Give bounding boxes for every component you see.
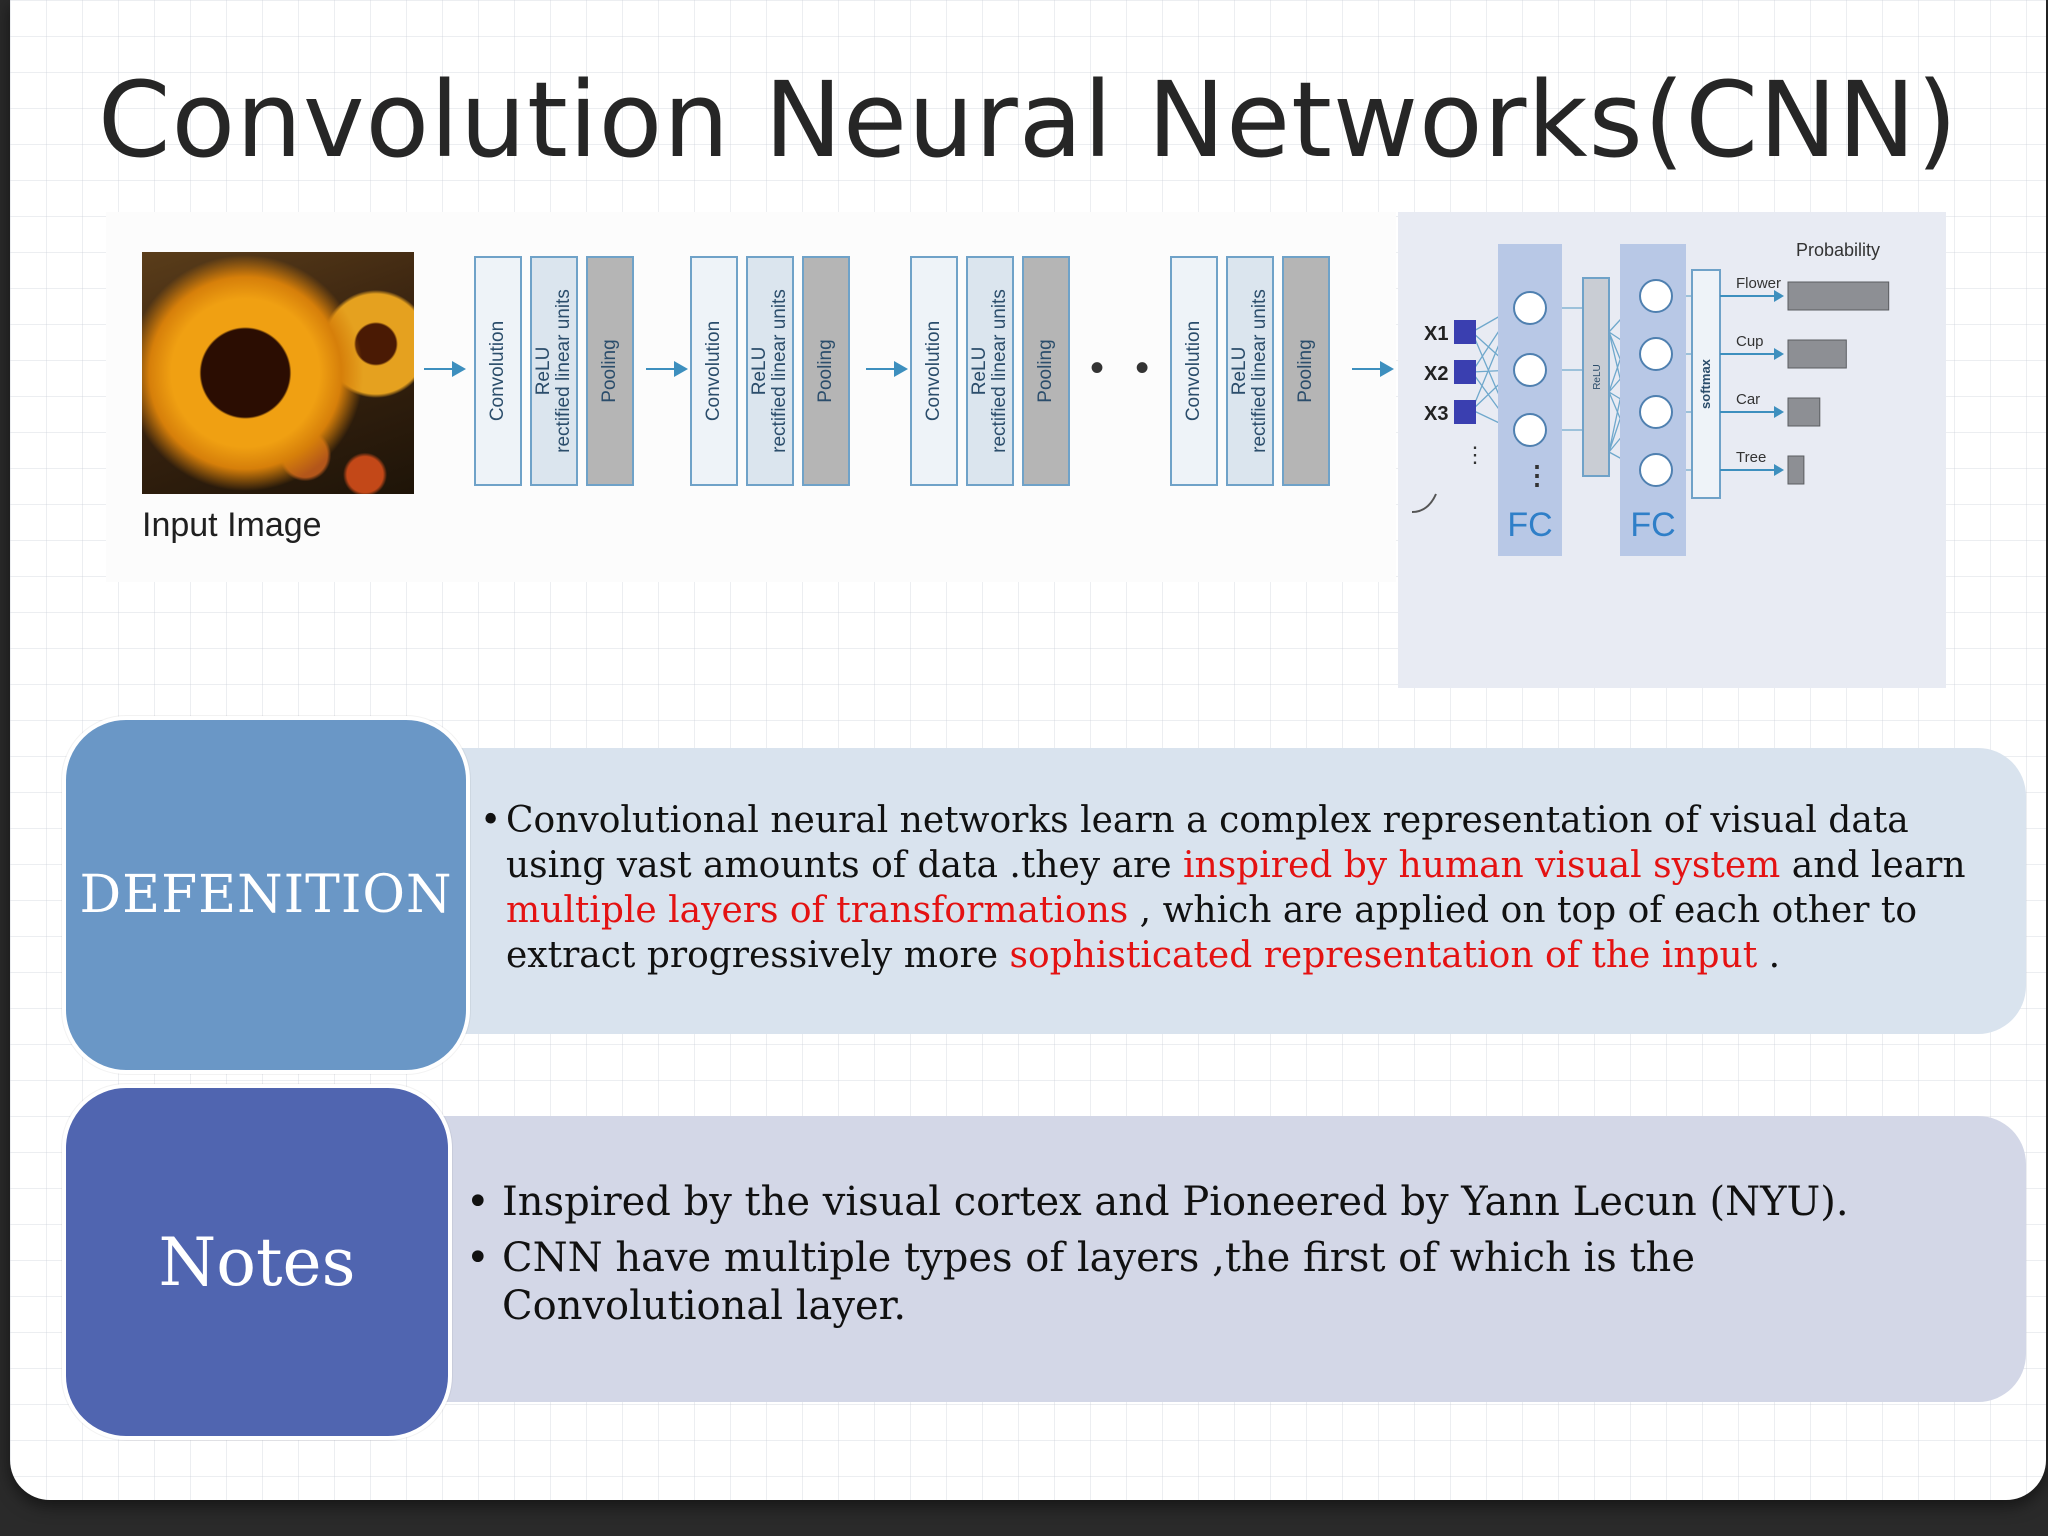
pooling-stage: Pooling [1282, 256, 1330, 486]
fc-classifier-figure: X1 X2 X3 ⋮ ⋮ ReLU softmax FC FC [1398, 212, 1946, 688]
probability-bar [1787, 339, 1847, 369]
notes-title: Notes [158, 1223, 356, 1301]
flow-arrow [646, 361, 688, 377]
slide: Convolution Neural Networks(CNN) Input I… [10, 0, 2046, 1500]
input-label-x3: X3 [1424, 403, 1448, 425]
convolution-stage: Convolution [910, 256, 958, 486]
class-label: Cup [1736, 333, 1764, 350]
class-arrow-head [1774, 348, 1784, 360]
fc-layer-2-nodes [1639, 279, 1673, 487]
class-label: Flower [1736, 275, 1781, 292]
definition-highlight-1: inspired by human visual system [1183, 845, 1781, 886]
definition-text-1: Convolutional neural networks learn a co… [506, 800, 1909, 886]
definition-bullet: • [480, 800, 502, 841]
definition-highlight-3: sophisticated representation of the inpu… [1009, 935, 1758, 976]
definition-body: • Convolutional neural networks learn a … [410, 748, 2026, 1034]
notes-item: •Inspired by the visual cortex and Pione… [466, 1179, 1849, 1225]
probability-bar [1787, 281, 1890, 311]
fc-label-2: FC [1630, 506, 1675, 544]
definition-text: Convolutional neural networks learn a co… [480, 798, 2010, 978]
probability-bar [1787, 397, 1821, 427]
definition-text-2: and learn [1780, 845, 1966, 886]
notes-item: •CNN have multiple types of layers ,the … [466, 1235, 1695, 1329]
class-arrow-head [1774, 406, 1784, 418]
definition-text-3: , which are applied on top of each other… [506, 890, 1918, 976]
softmax-label: softmax [1698, 358, 1713, 409]
definition-text-4: . [1757, 935, 1781, 976]
input-ellipsis: ⋮ [1464, 442, 1486, 467]
convolution-stage: Convolution [1170, 256, 1218, 486]
notes-body: •Inspired by the visual cortex and Pione… [396, 1116, 2026, 1402]
flow-arrow [1352, 361, 1394, 377]
probability-bar [1787, 455, 1805, 485]
class-label: Tree [1736, 449, 1766, 466]
fc-layer-1-nodes [1513, 291, 1547, 447]
pooling-stage: Pooling [1022, 256, 1070, 486]
flow-arrow [424, 361, 466, 377]
class-arrow-head [1774, 464, 1784, 476]
input-nodes [1454, 320, 1476, 424]
slide-title: Convolution Neural Networks(CNN) [97, 59, 1959, 181]
probability-label: Probability [1796, 240, 1880, 260]
definition-title: DEFENITION [79, 865, 453, 925]
fc-label-1: FC [1507, 506, 1552, 544]
relu-bar [1582, 277, 1610, 477]
fc-layer-1-ellipsis: ⋮ [1524, 460, 1550, 490]
relu-label: ReLU [1592, 364, 1603, 390]
input-label-x1: X1 [1424, 323, 1448, 345]
convolution-stage: Convolution [690, 256, 738, 486]
notes-list: •Inspired by the visual cortex and Pione… [466, 1178, 1976, 1338]
definition-highlight-2: multiple layers of transformations [506, 890, 1129, 931]
input-image-label: Input Image [142, 506, 322, 544]
notes-tab: Notes [62, 1084, 452, 1440]
flow-arrow [866, 361, 908, 377]
input-label-x2: X2 [1424, 363, 1448, 385]
pooling-stage: Pooling [586, 256, 634, 486]
class-label: Car [1736, 391, 1760, 408]
class-arrow-head [1774, 290, 1784, 302]
convolution-stage: Convolution [474, 256, 522, 486]
pooling-stage: Pooling [802, 256, 850, 486]
softmax-bar [1691, 269, 1721, 499]
curved-pointer [1411, 493, 1437, 513]
definition-tab: DEFENITION [62, 716, 470, 1074]
input-image-sunflower [142, 252, 414, 494]
